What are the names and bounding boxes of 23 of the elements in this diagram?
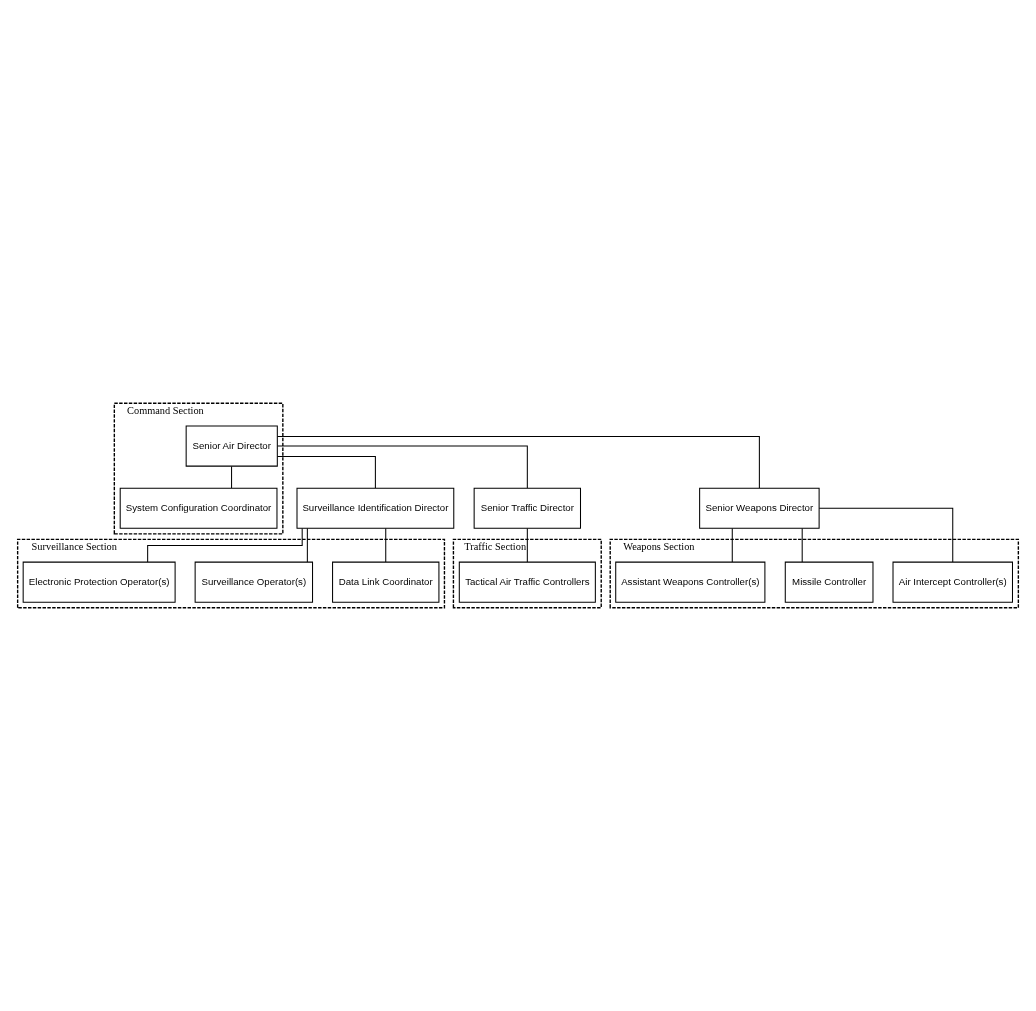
connector <box>818 507 954 563</box>
connector <box>801 527 803 563</box>
connector <box>306 527 308 563</box>
node-box: Air Intercept Controller(s) <box>892 561 1013 603</box>
node-box: Surveillance Identification Director <box>296 487 455 529</box>
connector <box>277 445 528 489</box>
connector <box>526 527 528 563</box>
connector <box>276 455 376 489</box>
node-box: Senior Traffic Director <box>473 487 581 529</box>
node-box: Senior Air Director <box>185 425 278 467</box>
connector <box>231 465 233 489</box>
connector <box>385 527 387 563</box>
node-box: Assistant Weapons Controller(s) <box>615 561 766 603</box>
connector <box>147 527 303 563</box>
node-box: Electronic Protection Operator(s) <box>22 561 176 603</box>
connector <box>276 435 760 489</box>
node-box: Missile Controller <box>784 561 874 603</box>
connector <box>731 527 733 563</box>
node-box: Tactical Air Traffic Controllers <box>458 561 596 603</box>
node-box: System Configuration Coordinator <box>119 487 278 529</box>
node-box: Senior Weapons Director <box>699 487 820 529</box>
node-box: Surveillance Operator(s) <box>194 561 314 603</box>
node-box: Data Link Coordinator <box>332 561 440 603</box>
